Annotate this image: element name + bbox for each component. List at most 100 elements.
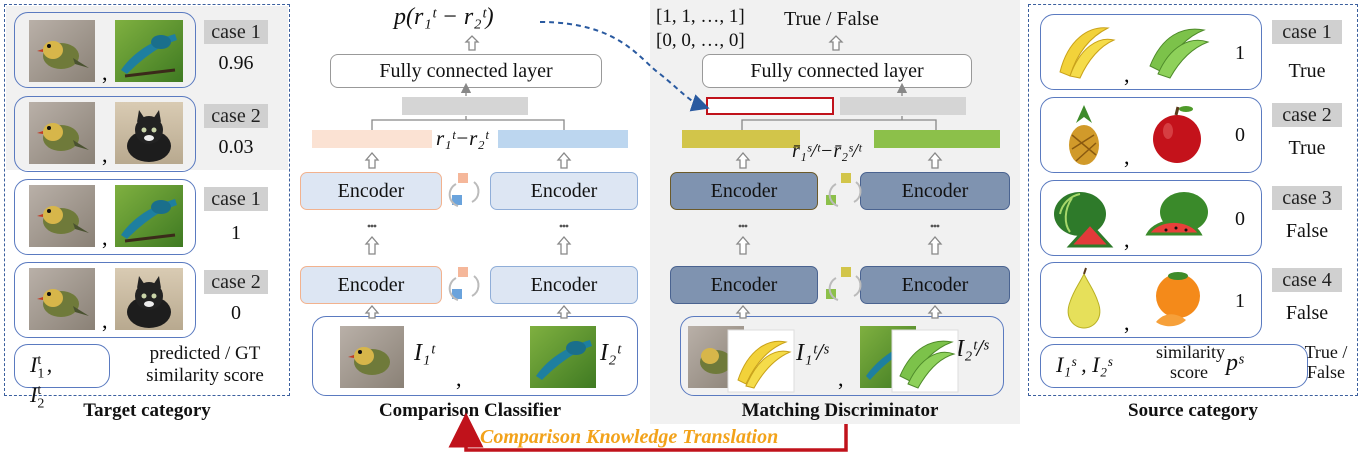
similarity-score: 1 bbox=[231, 222, 241, 244]
encoder-block: Encoder bbox=[670, 266, 818, 304]
source-row-bracket bbox=[1040, 262, 1262, 338]
encoder-block: Encoder bbox=[300, 266, 442, 304]
blue-bird-image bbox=[530, 326, 596, 388]
classifier-input-right: I₂ᵗ bbox=[600, 340, 621, 366]
source-row-bracket bbox=[1040, 97, 1262, 173]
case-label: case 2 bbox=[204, 270, 268, 294]
target-row-bracket bbox=[14, 96, 196, 172]
bird-image bbox=[29, 268, 95, 330]
svg-text:,: , bbox=[102, 308, 108, 333]
translation-label: Comparison Knowledge Translation bbox=[480, 426, 779, 448]
feature-bar-green bbox=[874, 130, 1000, 148]
svg-text:,: , bbox=[102, 142, 108, 167]
match-result: True bbox=[1288, 60, 1326, 82]
weight-sharing-icon bbox=[826, 173, 862, 301]
feature-bar-orange bbox=[312, 130, 432, 148]
score-caption: similarity score bbox=[146, 365, 264, 386]
pair-legend: I1t , I2t bbox=[30, 352, 53, 412]
discriminator-fc-layer: Fully connected layer bbox=[702, 54, 972, 88]
case-label: case 3 bbox=[1272, 186, 1342, 210]
svg-text:,: , bbox=[838, 366, 844, 391]
apple-image bbox=[1142, 101, 1212, 167]
source-row-bracket bbox=[1040, 180, 1262, 256]
source-score-caption: similarity bbox=[1156, 342, 1225, 362]
score-caption: predicted / GT bbox=[149, 343, 261, 364]
encoder-block: Encoder bbox=[490, 172, 638, 210]
svg-text:,: , bbox=[1124, 310, 1130, 335]
vector-ones: [1, 1, …, 1] bbox=[656, 6, 745, 27]
match-result: True bbox=[1288, 137, 1326, 159]
svg-text:,: , bbox=[456, 366, 462, 391]
source-p-legend: pˢ bbox=[1226, 350, 1244, 376]
encoder-block: Encoder bbox=[860, 266, 1010, 304]
source-similarity-score: 0 bbox=[1235, 208, 1245, 230]
target-title: Target category bbox=[83, 400, 211, 421]
discriminator-title: Matching Discriminator bbox=[741, 400, 939, 421]
source-title: Source category bbox=[1128, 400, 1258, 421]
target-row-bracket bbox=[14, 262, 196, 338]
pear-image bbox=[1050, 266, 1118, 332]
similarity-score: 0.96 bbox=[218, 52, 254, 74]
source-legend-bracket bbox=[1040, 344, 1308, 388]
classifier-input-left: I₁ᵗ bbox=[414, 340, 435, 366]
source-score-caption: score bbox=[1170, 362, 1208, 382]
target-panel bbox=[4, 4, 290, 396]
svg-text:,: , bbox=[1124, 62, 1130, 87]
encoder-block: Encoder bbox=[670, 172, 818, 210]
classifier-output: p(r₁ᵗ − r₂ᵗ) bbox=[394, 4, 494, 30]
feature-bar-olive bbox=[682, 130, 800, 148]
svg-text:,: , bbox=[1124, 144, 1130, 169]
discriminator-output: True / False bbox=[784, 8, 879, 30]
orange-image bbox=[1142, 266, 1212, 332]
weight-sharing-icon bbox=[448, 173, 480, 301]
bird-image bbox=[29, 20, 95, 82]
discriminator-input-bracket bbox=[680, 316, 1004, 396]
target-images: , , , , bbox=[29, 20, 183, 333]
svg-text:,: , bbox=[102, 60, 108, 85]
discriminator-input-left: I₁ᵗ/ˢ bbox=[796, 340, 829, 366]
green-banana-image bbox=[1142, 18, 1212, 84]
pineapple-image bbox=[1050, 101, 1118, 167]
case-label: case 2 bbox=[204, 104, 268, 128]
match-result: False bbox=[1285, 220, 1329, 242]
classifier-input-bracket bbox=[312, 316, 638, 396]
encoder-block: Encoder bbox=[490, 266, 638, 304]
source-row-bracket bbox=[1040, 14, 1262, 90]
blue-bird-image bbox=[115, 185, 183, 247]
source-similarity-score: 1 bbox=[1235, 290, 1245, 312]
banana-image bbox=[1050, 18, 1118, 84]
similarity-score: 0 bbox=[231, 302, 241, 324]
source-similarity-score: 1 bbox=[1235, 42, 1245, 64]
cat-image bbox=[115, 102, 183, 164]
case-label: case 1 bbox=[1272, 20, 1342, 44]
legend-bracket bbox=[14, 344, 110, 388]
source-images: , , , , bbox=[1050, 18, 1212, 335]
vector-zeros: [0, 0, …, 0] bbox=[656, 30, 745, 51]
target-row-bracket bbox=[14, 12, 196, 88]
discriminator-fc-output-bar bbox=[840, 97, 966, 115]
similarity-score: 0.03 bbox=[218, 136, 254, 158]
green-banana-image bbox=[891, 329, 959, 393]
encoder-block: Encoder bbox=[860, 172, 1010, 210]
classifier-diff-label: r₁ᵗ−r₂ᵗ bbox=[436, 126, 489, 150]
source-similarity-score: 0 bbox=[1235, 124, 1245, 146]
classifier-fc-output-bar bbox=[402, 97, 528, 115]
source-pair-legend: I₁ˢ , I₂ˢ bbox=[1056, 352, 1112, 377]
source-tf-caption: True / bbox=[1304, 342, 1348, 362]
case-label: case 1 bbox=[204, 187, 268, 211]
cat-image bbox=[115, 268, 183, 330]
blue-bird-image bbox=[115, 20, 183, 82]
bird-image bbox=[29, 185, 95, 247]
case-label: case 2 bbox=[1272, 103, 1342, 127]
source-tf-caption: False bbox=[1307, 362, 1345, 382]
classifier-title: Comparison Classifier bbox=[378, 400, 562, 421]
watermelon-image bbox=[1050, 184, 1118, 250]
source-panel bbox=[1028, 4, 1358, 396]
svg-text:,: , bbox=[1124, 227, 1130, 252]
discriminator-diff-label: r̄₁ˢ/ᵗ−r̄₂ˢ/ᵗ bbox=[792, 140, 862, 162]
ellipsis-dots bbox=[367, 224, 940, 228]
encoder-block: Encoder bbox=[300, 172, 442, 210]
bird-image bbox=[29, 102, 95, 164]
svg-text:,: , bbox=[102, 225, 108, 250]
discriminator-input-right: I₂ᵗ/ˢ bbox=[956, 336, 989, 362]
